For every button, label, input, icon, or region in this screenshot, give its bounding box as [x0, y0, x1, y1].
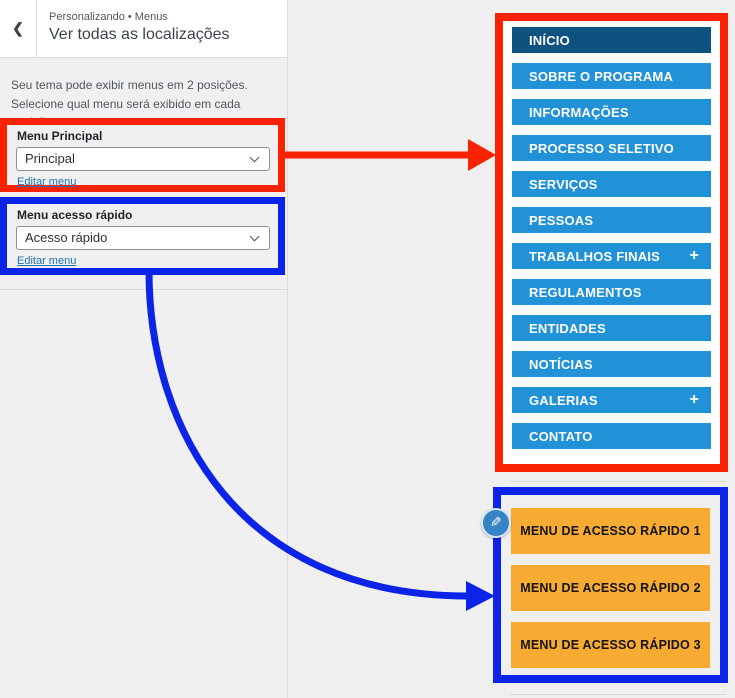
menu-item-label: TRABALHOS FINAIS	[529, 248, 661, 264]
customizer-sidebar: ❮ Personalizando • Menus Ver todas as lo…	[0, 0, 288, 698]
main-menu: INÍCIO SOBRE O PROGRAMA INFORMAÇÕES PROCESS…	[503, 27, 720, 449]
back-button[interactable]: ❮	[0, 0, 37, 57]
menu-item-label: SOBRE O PROGRAMA	[529, 68, 674, 84]
menu-acesso-rapido-select[interactable]: Acesso rápido	[16, 226, 270, 250]
editar-menu-link-acesso-rapido[interactable]: Editar menu	[17, 255, 77, 267]
menu-acesso-rapido-selected-value: Acesso rápido	[25, 230, 108, 245]
quick-access-button[interactable]: MENU DE ACESSO RÁPIDO 1	[511, 508, 710, 554]
chevron-down-icon	[249, 231, 260, 242]
menu-item-label: NOTÍCIAS	[529, 356, 593, 372]
page-title: Ver todas as localizações	[49, 26, 230, 43]
expand-plus-icon[interactable]: +	[689, 391, 699, 408]
pencil-icon: ✎	[490, 514, 502, 530]
menu-item-label: INÍCIO	[529, 32, 570, 48]
expand-plus-icon[interactable]: +	[689, 247, 699, 264]
sidebar-divider	[0, 289, 287, 290]
customizer-header: ❮ Personalizando • Menus Ver todas as lo…	[0, 0, 287, 58]
menu-item[interactable]: TRABALHOS FINAIS +	[512, 243, 711, 269]
menu-item[interactable]: PESSOAS	[512, 207, 711, 233]
preview-divider-top	[510, 481, 726, 482]
menu-item-label: CONTATO	[529, 428, 593, 444]
menu-item[interactable]: INÍCIO	[512, 27, 711, 53]
quick-access-button[interactable]: MENU DE ACESSO RÁPIDO 3	[511, 622, 710, 668]
quick-access-menu: MENU DE ACESSO RÁPIDO 1 MENU DE ACESSO RÁ…	[501, 508, 720, 668]
menu-item-label: PESSOAS	[529, 212, 594, 228]
menu-item-label: PROCESSO SELETIVO	[529, 140, 674, 156]
menu-item-label: ENTIDADES	[529, 320, 606, 336]
menu-acesso-rapido-section: Menu acesso rápido Acesso rápido Editar …	[0, 197, 285, 275]
menu-item-label: SERVIÇOS	[529, 176, 598, 192]
quick-access-button[interactable]: MENU DE ACESSO RÁPIDO 2	[511, 565, 710, 611]
menu-principal-label: Menu Principal	[17, 129, 103, 143]
red-arrowhead-icon	[468, 139, 496, 171]
menu-item[interactable]: NOTÍCIAS	[512, 351, 711, 377]
menu-item[interactable]: CONTATO	[512, 423, 711, 449]
quick-menu-highlight-box: MENU DE ACESSO RÁPIDO 1 MENU DE ACESSO RÁ…	[493, 487, 728, 683]
menu-principal-select[interactable]: Principal	[16, 147, 270, 171]
menu-acesso-rapido-label: Menu acesso rápido	[17, 208, 133, 222]
preview-divider-bottom	[510, 694, 726, 695]
edit-shortcut-button[interactable]: ✎	[481, 508, 511, 538]
blue-arrowhead-icon	[466, 581, 495, 611]
back-arrow-icon: ❮	[12, 20, 24, 36]
menu-principal-selected-value: Principal	[25, 151, 75, 166]
menu-item-label: GALERIAS	[529, 392, 598, 408]
chevron-down-icon	[249, 152, 260, 163]
menu-item-label: REGULAMENTOS	[529, 284, 642, 300]
menu-item[interactable]: REGULAMENTOS	[512, 279, 711, 305]
editar-menu-link-principal[interactable]: Editar menu	[17, 176, 77, 188]
menu-item[interactable]: INFORMAÇÕES	[512, 99, 711, 125]
menu-item[interactable]: GALERIAS +	[512, 387, 711, 413]
header-titles: Personalizando • Menus Ver todas as loca…	[37, 0, 230, 57]
main-menu-highlight-box: INÍCIO SOBRE O PROGRAMA INFORMAÇÕES PROCESS…	[495, 13, 728, 472]
menu-item[interactable]: SOBRE O PROGRAMA	[512, 63, 711, 89]
menu-item[interactable]: SERVIÇOS	[512, 171, 711, 197]
menu-principal-section: Menu Principal Principal Editar menu	[0, 118, 285, 192]
menu-item-label: INFORMAÇÕES	[529, 104, 629, 120]
menu-item[interactable]: PROCESSO SELETIVO	[512, 135, 711, 161]
breadcrumb: Personalizando • Menus	[49, 11, 168, 23]
menu-item[interactable]: ENTIDADES	[512, 315, 711, 341]
